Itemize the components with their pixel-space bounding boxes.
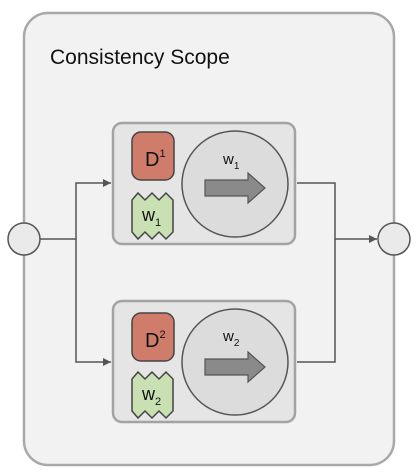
compute-label: w1 bbox=[222, 151, 240, 172]
weight-block bbox=[131, 370, 174, 420]
merge-line-upper bbox=[297, 182, 377, 243]
input-split-line bbox=[40, 179, 111, 240]
data-block bbox=[131, 312, 175, 362]
weight-block bbox=[131, 191, 174, 241]
compute-label: w2 bbox=[222, 328, 240, 349]
connections bbox=[40, 179, 377, 366]
weight-label: w2 bbox=[141, 384, 161, 408]
weight-label: w1 bbox=[141, 205, 161, 229]
process-arrow-icon bbox=[204, 171, 266, 205]
input-split-line-lower bbox=[75, 239, 111, 366]
worker-1: D1 w1 w1 bbox=[111, 121, 297, 246]
input-node bbox=[7, 222, 41, 256]
output-node bbox=[377, 222, 411, 256]
data-label: D1 bbox=[145, 148, 166, 171]
process-arrow-icon bbox=[204, 350, 266, 384]
scope-title: Consistency Scope bbox=[50, 46, 230, 69]
data-block bbox=[131, 131, 175, 181]
data-label: D2 bbox=[145, 329, 166, 352]
worker-2: D2 w2 w2 bbox=[111, 299, 297, 424]
merge-line-lower bbox=[297, 239, 336, 363]
